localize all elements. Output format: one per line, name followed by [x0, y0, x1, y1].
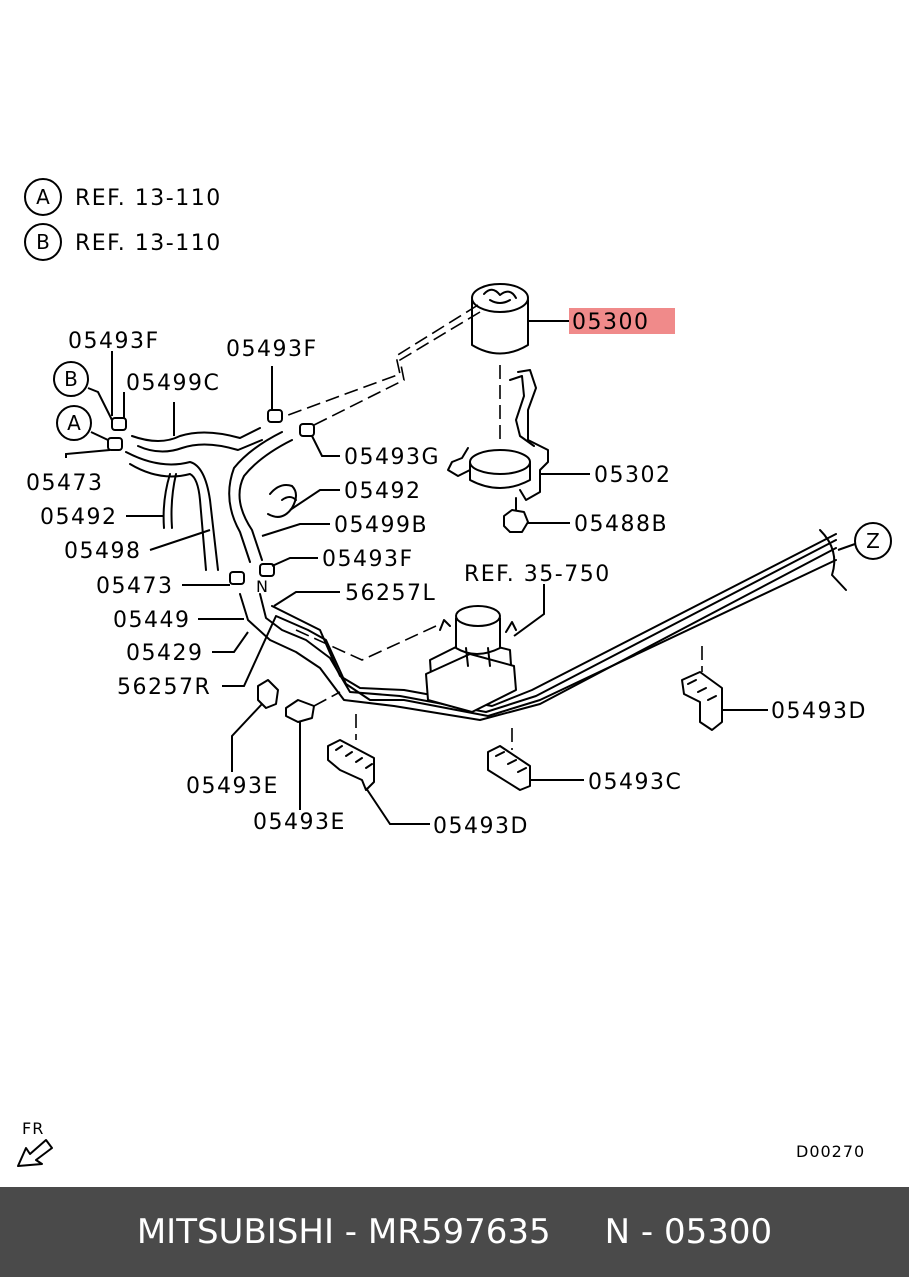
label-ref-35-750[interactable]: REF. 35-750	[464, 562, 611, 587]
label-05473-upper[interactable]: 05473	[26, 471, 104, 496]
label-56257l[interactable]: 56257L	[345, 581, 436, 606]
clamp-05492-left	[162, 473, 177, 529]
label-05492-right[interactable]: 05492	[344, 479, 422, 504]
fuel-pipes-main	[239, 529, 847, 721]
direction-indicator: FR	[17, 1119, 53, 1167]
clamp-05473-lower	[229, 571, 245, 585]
label-05493e-left[interactable]: 05493E	[186, 774, 279, 799]
label-05493c[interactable]: 05493C	[588, 770, 682, 795]
label-05499b[interactable]: 05499B	[334, 513, 428, 538]
nut-05488b	[503, 497, 529, 533]
clip-05493e-mid	[285, 699, 315, 723]
connector-a: A	[56, 405, 109, 441]
clamp-05493f-lower	[259, 563, 275, 577]
label-05473-lower[interactable]: 05473	[96, 574, 174, 599]
connector-b: B	[53, 361, 113, 421]
ref-note-a-letter: A	[36, 185, 50, 209]
hose-05499c	[131, 427, 263, 453]
clip-05493c	[487, 745, 531, 791]
ref-note-b-text: REF. 13-110	[75, 231, 222, 256]
svg-text:Z: Z	[866, 529, 880, 553]
label-05493f-lower[interactable]: 05493F	[322, 547, 414, 572]
bracket-05302	[447, 369, 549, 501]
clamp-05493g	[299, 423, 315, 437]
parts-diagram: A REF. 13-110 B REF. 13-110 05300 05302 …	[17, 178, 892, 1167]
ref-note-a: A REF. 13-110	[24, 178, 222, 216]
hose-05499b	[228, 431, 293, 563]
clamp-05492-right	[267, 484, 297, 518]
clip-05493d-bottom	[327, 739, 375, 791]
clamp-05473-upper	[107, 437, 123, 451]
hose-05498	[125, 451, 219, 571]
label-05493e-mid[interactable]: 05493E	[253, 810, 346, 835]
ref-note-b: B REF. 13-110	[24, 223, 222, 261]
label-05300[interactable]: 05300	[572, 310, 650, 335]
label-56257r[interactable]: 56257R	[117, 675, 211, 700]
diagram-code: D00270	[796, 1142, 865, 1161]
label-05493d-right[interactable]: 05493D	[771, 699, 867, 724]
clip-05493d-right	[681, 671, 723, 731]
clamp-05493f-top-left	[111, 417, 127, 431]
footer-part-number: MR597635	[367, 1212, 551, 1252]
clamp-05493f-top-mid	[267, 409, 283, 423]
tag-n: N	[256, 577, 269, 596]
svg-text:B: B	[64, 367, 78, 391]
ref-note-b-letter: B	[36, 230, 50, 254]
label-05492-left[interactable]: 05492	[40, 505, 118, 530]
fuel-filter-05300	[471, 283, 529, 355]
pump-module-ref-35-750	[425, 605, 517, 713]
label-05493f-top-mid[interactable]: 05493F	[226, 337, 318, 362]
label-05493d-bottom[interactable]: 05493D	[433, 814, 529, 839]
footer-bar: MITSUBISHI - MR597635 N - 05300	[0, 1187, 909, 1277]
label-05498[interactable]: 05498	[64, 539, 142, 564]
clip-05493e-left	[257, 679, 279, 709]
highlight-box-05300	[569, 308, 675, 334]
label-05493f-top-left[interactable]: 05493F	[68, 329, 160, 354]
label-05449[interactable]: 05449	[113, 608, 191, 633]
direction-arrow-icon	[17, 1139, 53, 1167]
label-05429[interactable]: 05429	[126, 641, 204, 666]
label-05302[interactable]: 05302	[594, 463, 672, 488]
label-05488b[interactable]: 05488B	[574, 512, 668, 537]
direction-label: FR	[22, 1119, 44, 1138]
label-05493g[interactable]: 05493G	[344, 445, 440, 470]
ref-note-a-text: REF. 13-110	[75, 186, 222, 211]
svg-text:A: A	[67, 411, 81, 435]
connector-z: Z	[837, 522, 892, 560]
footer-brand: MITSUBISHI	[136, 1212, 334, 1252]
label-05499c[interactable]: 05499C	[126, 371, 220, 396]
footer-ref: N - 05300	[604, 1212, 773, 1252]
